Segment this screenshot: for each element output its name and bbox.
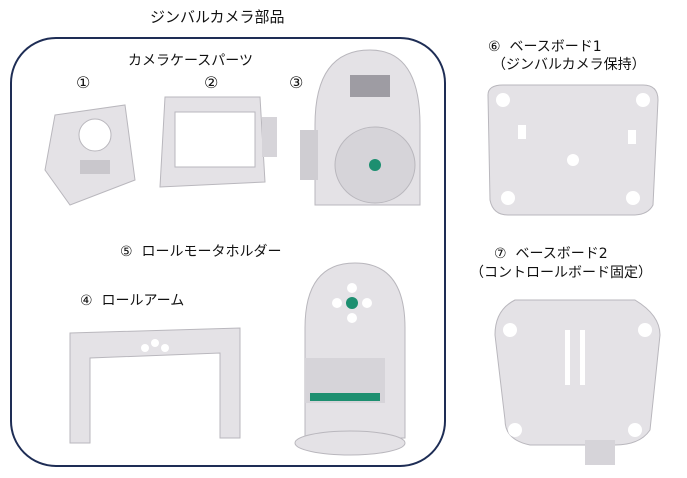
part-4-label-row: ④ ロールアーム — [80, 292, 184, 310]
part-5-label: ロールモータホルダー — [141, 244, 282, 260]
part-6-base-board-1 — [487, 84, 659, 216]
part-7-sublabel: （コントロールボード固定） — [470, 265, 652, 281]
part-7-label: ベースボード2 — [515, 246, 608, 262]
part-1-number: ① — [76, 73, 91, 92]
gimbal-parts-frame — [10, 37, 446, 467]
part-3-camera-cylinder-case — [300, 49, 421, 206]
part-4-roll-arm — [69, 327, 241, 444]
part-1-camera-back-plate — [44, 104, 136, 206]
camera-case-title: カメラケースパーツ — [128, 53, 254, 69]
part-4-label: ロールアーム — [101, 293, 185, 309]
part-7-number: ⑦ — [494, 246, 507, 262]
part-6-label: ベースボード1 — [509, 39, 602, 55]
part-5-label-row: ⑤ ロールモータホルダー — [120, 243, 281, 261]
part-2-number: ② — [204, 73, 219, 92]
part-5-roll-motor-holder — [294, 262, 406, 456]
part-6-sublabel: （ジンバルカメラ保持） — [492, 57, 646, 73]
part-7-base-board-2 — [494, 299, 661, 465]
group-title: ジンバルカメラ部品 — [150, 8, 285, 26]
part-2-camera-frame — [159, 96, 277, 188]
part-6-number: ⑥ — [488, 39, 501, 55]
part-7-label-row: ⑦ ベースボード2 — [494, 245, 608, 263]
part-6-label-row: ⑥ ベースボード1 — [488, 38, 602, 56]
part-4-number: ④ — [80, 293, 93, 309]
part-3-number: ③ — [289, 73, 304, 92]
part-5-number: ⑤ — [120, 244, 133, 260]
